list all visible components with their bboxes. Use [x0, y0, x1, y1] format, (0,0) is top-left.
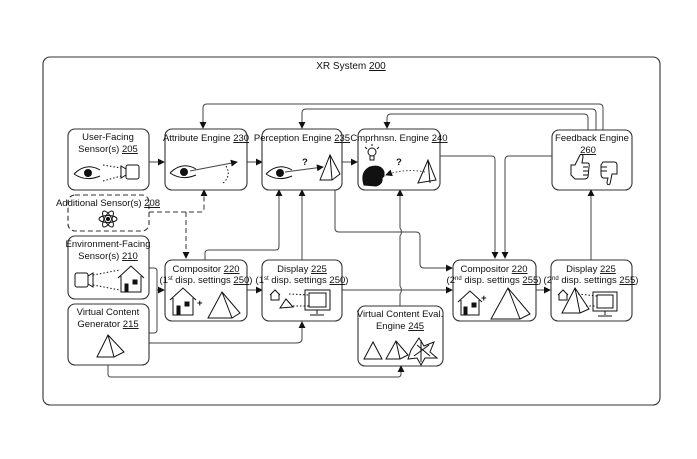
camera-icon — [74, 269, 121, 291]
svg-text:Display 225: Display 225 — [277, 264, 327, 275]
dotted-arrow-icon — [385, 169, 426, 177]
pyramid-icon — [561, 287, 590, 314]
svg-text:260: 260 — [580, 145, 596, 156]
wire-feedback-to-compositor2 — [501, 155, 552, 259]
svg-text:Compositor 220: Compositor 220 — [460, 264, 527, 275]
wire-additional-to-attribute — [149, 189, 208, 213]
atom-icon — [98, 210, 118, 228]
house-icon — [117, 265, 145, 293]
environment-facing-sensors-block: Environment-Facing Sensor(s) 210 — [65, 235, 151, 300]
svg-text:Sensor(s) 210: Sensor(s) 210 — [78, 251, 138, 262]
svg-text:Virtual Content: Virtual Content — [77, 307, 140, 318]
eye-icon — [73, 166, 101, 180]
svg-text:(1st disp. settings 250): (1st disp. settings 250) — [256, 275, 349, 286]
thumbs-up-icon — [570, 153, 590, 180]
virtual-content-generator-block: Virtual Content Generator 215 — [67, 303, 150, 366]
compositor-2-block: Compositor 220 (2nd disp. settings 255) … — [447, 259, 542, 322]
pyramid-icon — [385, 340, 409, 360]
pyramid-icon — [279, 298, 295, 309]
display-1-block: Display 225 (1st disp. settings 250) — [256, 259, 349, 322]
svg-text:(2nd disp. settings 255): (2nd disp. settings 255) — [544, 275, 639, 286]
svg-text:Perception Engine 235: Perception Engine 235 — [254, 133, 350, 144]
pyramid-icon — [490, 287, 531, 320]
eye-icon — [265, 166, 293, 180]
wire-vceval-to-comprehension — [396, 189, 404, 336]
feedback-engine-block: Feedback Engine 260 — [551, 129, 633, 191]
svg-text:Generator 215: Generator 215 — [77, 319, 138, 330]
svg-text:Compositor 220: Compositor 220 — [172, 264, 239, 275]
wire-vcg-to-vceval — [107, 365, 405, 378]
head-icon — [362, 165, 385, 187]
house-icon — [557, 289, 569, 301]
pyramid-icon — [207, 291, 241, 319]
pyramid-icon — [417, 158, 437, 184]
monitor-icon — [288, 289, 331, 316]
polyhedron-icon — [407, 337, 439, 367]
question-mark-icon: ? — [396, 157, 402, 168]
pyramid-icon — [319, 153, 341, 181]
gaze-arrow-icon — [189, 159, 238, 172]
gaze-arrow-icon — [284, 164, 324, 173]
wire-compositor1-to-perception — [204, 189, 283, 260]
thumbs-down-icon — [600, 161, 618, 186]
plus-icon: + — [197, 298, 203, 309]
compositor-1-block: Compositor 220 (1st disp. settings 250) … — [160, 259, 253, 322]
svg-text:(2nd disp. settings 255): (2nd disp. settings 255) — [447, 275, 542, 286]
svg-text:(1st disp. settings 250): (1st disp. settings 250) — [160, 275, 253, 286]
svg-text:Feedback Engine: Feedback Engine — [555, 133, 629, 144]
system-title: XR System 200 — [316, 61, 386, 72]
angle-arc-icon — [221, 165, 229, 185]
question-mark-icon: ? — [302, 157, 308, 168]
wire-perception-to-compositor2 — [334, 190, 453, 272]
svg-text:Display 225: Display 225 — [566, 264, 616, 275]
plus-icon: + — [481, 293, 487, 304]
monitor-icon — [577, 291, 618, 317]
virtual-content-eval-engine-block: Virtual Content Eval. Engine 245 — [357, 305, 444, 367]
svg-text:Sensor(s) 205: Sensor(s) 205 — [78, 144, 138, 155]
lightbulb-icon — [364, 144, 380, 161]
perception-engine-block: Perception Engine 235 ? — [254, 128, 350, 191]
wire-feedback-to-perception — [298, 108, 597, 130]
house-icon — [457, 290, 483, 316]
camera-icon — [102, 164, 140, 182]
svg-text:Virtual Content Eval.: Virtual Content Eval. — [357, 309, 443, 320]
additional-sensors-block: Additional Sensor(s) 208 — [56, 194, 160, 232]
wire-feedback-to-comprehension — [383, 113, 589, 130]
eye-icon — [169, 165, 197, 179]
triangle-icon — [363, 340, 383, 360]
house-icon — [169, 287, 197, 316]
svg-text:Additional Sensor(s) 208: Additional Sensor(s) 208 — [56, 198, 160, 209]
wire-feedback-to-attribute — [199, 103, 604, 130]
comprehension-engine-block: Cmprhnsn. Engine 240 ? — [350, 128, 448, 191]
svg-text:Environment-Facing: Environment-Facing — [65, 239, 150, 250]
svg-text:Engine 245: Engine 245 — [376, 321, 424, 332]
wire-vcg-to-display1 — [149, 321, 306, 344]
wire-bracket-inputs — [149, 267, 158, 334]
svg-text:Cmprhnsn. Engine 240: Cmprhnsn. Engine 240 — [350, 133, 447, 144]
connection-wires — [107, 103, 604, 378]
wire-comprehension-to-compositor2 — [440, 155, 499, 259]
display-2-block: Display 225 (2nd disp. settings 255) — [544, 259, 639, 322]
house-icon — [269, 289, 281, 301]
user-facing-sensors-block: User-Facing Sensor(s) 205 — [67, 128, 150, 191]
svg-text:User-Facing: User-Facing — [82, 132, 134, 143]
attribute-engine-block: Attribute Engine 230 — [163, 128, 249, 191]
pyramid-icon — [96, 334, 125, 358]
svg-text:Attribute Engine 230: Attribute Engine 230 — [163, 133, 249, 144]
